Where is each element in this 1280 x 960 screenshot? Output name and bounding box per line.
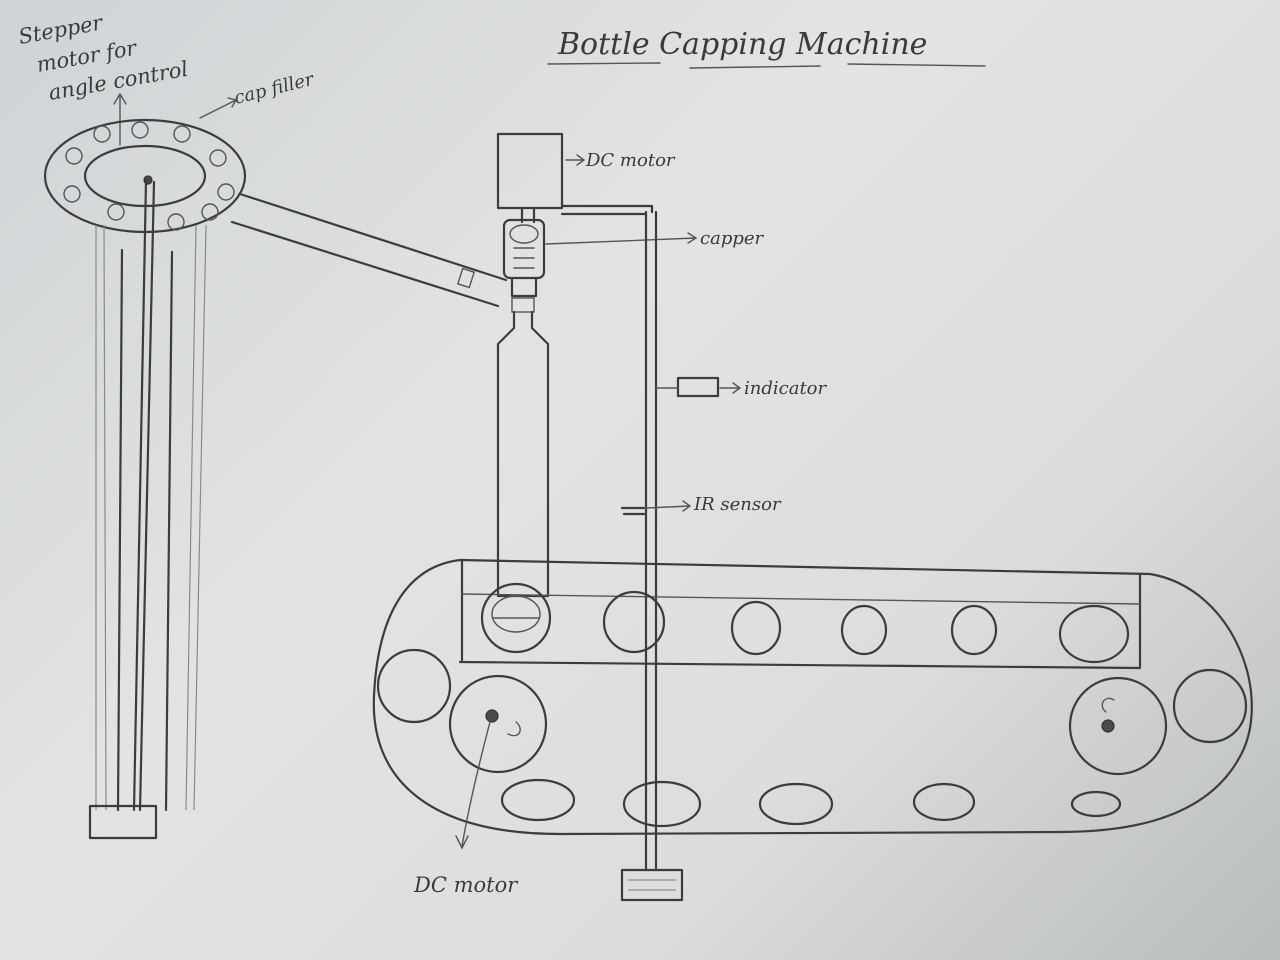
dc-motor-bottom-label: DC motor — [413, 873, 519, 897]
capper-label: capper — [700, 228, 765, 249]
cap-slot — [174, 126, 190, 142]
stepper-label-group: Stepper motor for angle control — [17, 10, 190, 105]
belt-links-bottom — [502, 780, 1120, 826]
cap-filler-arrow — [200, 98, 236, 118]
dc-motor-top-label: DC motor — [585, 150, 676, 171]
ir-sensor — [622, 508, 644, 514]
diagram-title: Bottle Capping Machine — [557, 27, 927, 62]
bottle-slot — [732, 602, 780, 654]
belt-link — [502, 780, 574, 820]
bottle-slot — [842, 606, 886, 654]
bottle-slot — [1060, 606, 1128, 662]
cap-slot — [94, 126, 110, 142]
belt-link — [760, 784, 832, 824]
cap-slot — [218, 184, 234, 200]
dc-motor-bottom-arrow — [456, 722, 490, 848]
dc-motor-top — [498, 134, 562, 208]
pulley-left — [378, 650, 546, 772]
cap-slot — [108, 204, 124, 220]
cap-chute — [232, 194, 506, 306]
bottle — [498, 298, 548, 596]
cap-slot — [168, 214, 184, 230]
ir-sensor-arrow — [646, 501, 690, 511]
belt-link — [914, 784, 974, 820]
title-underline — [548, 63, 985, 68]
dc-motor-top-arrow — [566, 155, 584, 165]
pulley-right — [1070, 670, 1246, 774]
pole-base — [622, 870, 682, 900]
cap-slot — [64, 186, 80, 202]
bottle-slot — [952, 606, 996, 654]
indicator-light — [678, 378, 718, 396]
belt-link — [624, 782, 700, 826]
ir-sensor-label: IR sensor — [693, 494, 782, 515]
indicator-arrow — [720, 383, 740, 393]
stepper-arrow — [114, 94, 126, 145]
indicator-label: indicator — [744, 378, 828, 399]
stepper-base — [90, 806, 156, 838]
cap-slot — [210, 150, 226, 166]
capper-arrow — [546, 233, 696, 244]
cap-slot — [66, 148, 82, 164]
cap-slot — [132, 122, 148, 138]
sensor-pole — [562, 206, 682, 900]
cap-on-chute — [458, 269, 474, 288]
capper-head — [504, 208, 544, 296]
cap-filler-label: cap filler — [232, 69, 317, 109]
belt-link — [1072, 792, 1120, 816]
stepper-stand — [90, 180, 206, 838]
